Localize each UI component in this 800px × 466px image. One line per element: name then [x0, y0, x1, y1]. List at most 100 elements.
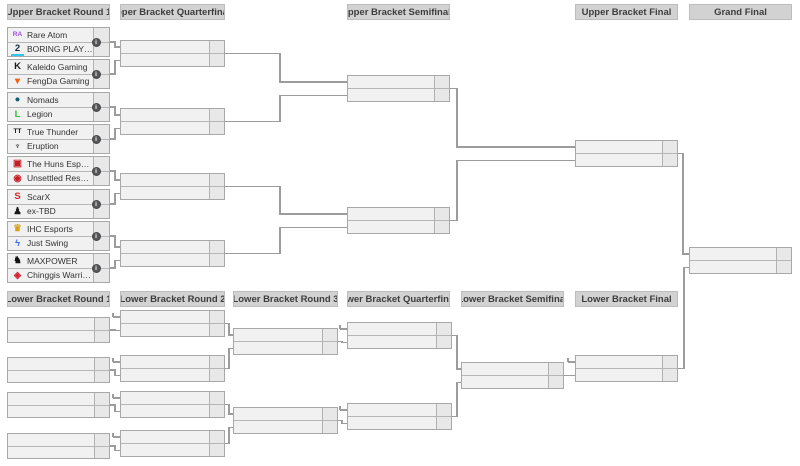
nomads-logo: ● [14, 94, 21, 105]
info-icon[interactable]: i [91, 37, 101, 47]
team-name: MAXPOWER [27, 255, 78, 266]
team-name: Just Swing [27, 238, 69, 249]
ub-quarterfinal-match-4 [120, 240, 225, 267]
empty-score-cell [434, 89, 449, 101]
info-icon[interactable]: i [91, 199, 101, 209]
empty-score-cell [94, 393, 109, 405]
team-name: Nomads [27, 94, 59, 105]
true-thunder-logo: TT [13, 127, 22, 135]
bracket-connector-line [280, 213, 348, 215]
bracket-connector-line [684, 266, 690, 268]
bracket-connector-line [112, 357, 114, 362]
round-header: Upper Bracket Semifinals [347, 4, 450, 20]
lb-quarterfinal-match-1 [347, 322, 452, 349]
bracket-connector-line [342, 341, 348, 343]
empty-score-cell [322, 342, 337, 354]
bracket-slot-row [121, 368, 224, 381]
info-icon[interactable]: i [91, 231, 101, 241]
empty-score-cell [322, 408, 337, 420]
bracket-connector-line [568, 361, 575, 363]
bracket-connector-line [457, 381, 462, 383]
empty-team-cell [234, 408, 322, 420]
bracket-connector-line [228, 403, 230, 415]
empty-score-cell [94, 358, 109, 370]
bracket-connector-line [114, 259, 116, 269]
bracket-connector-line [114, 235, 116, 248]
empty-score-cell [94, 330, 109, 342]
rare-atom-logo: RA [12, 30, 23, 38]
empty-team-cell [121, 356, 209, 368]
empty-score-cell [209, 174, 224, 186]
lb-round2-match-4 [120, 430, 225, 457]
info-icon[interactable]: i [91, 134, 101, 144]
info-icon[interactable]: i [91, 102, 101, 112]
bracket-slot-row [462, 363, 563, 375]
empty-score-cell [662, 154, 677, 166]
bracket-connector-line [115, 259, 121, 261]
bracket-connector-line [456, 334, 458, 370]
bracket-connector-line [114, 445, 116, 451]
lb-round3-match-1 [233, 328, 338, 355]
bracket-connector-line [678, 367, 685, 370]
bracket-connector-line [457, 159, 576, 161]
empty-score-cell [436, 323, 451, 335]
bracket-connector-line [114, 127, 116, 140]
bracket-connector-line [110, 445, 116, 447]
empty-score-cell [209, 405, 224, 417]
bracket-slot-row [234, 420, 337, 433]
bracket-connector-line [456, 159, 458, 222]
empty-score-cell [434, 76, 449, 88]
empty-score-cell [434, 221, 449, 233]
empty-team-cell [348, 221, 434, 233]
bracket-connector-line [114, 192, 116, 205]
empty-team-cell [121, 122, 209, 134]
empty-score-cell [209, 431, 224, 443]
bracket-connector-line [452, 334, 458, 337]
empty-team-cell [348, 89, 434, 101]
bracket-slot-row [348, 76, 449, 88]
empty-team-cell [121, 444, 209, 456]
team-name: ex-TBD [27, 206, 56, 217]
maxpower-logo: ♞ [13, 255, 22, 266]
bracket-connector-line [115, 246, 121, 248]
boring-player-logo: 2 [11, 43, 24, 56]
bracket-connector-line [225, 367, 230, 370]
bracket-connector-line [110, 170, 116, 172]
eruption-logo: ♆ [13, 140, 22, 152]
empty-team-cell [348, 336, 436, 348]
empty-score-cell [436, 336, 451, 348]
team-cell: ♟ex-TBD [8, 205, 93, 219]
bracket-slot-row [121, 392, 224, 404]
bracket-connector-line [340, 328, 347, 330]
bracket-slot-row [234, 408, 337, 420]
info-icon[interactable]: i [91, 263, 101, 273]
empty-score-cell [662, 356, 677, 368]
bracket-slot-row [8, 404, 109, 417]
bracket-slot-row [8, 369, 109, 383]
empty-team-cell [234, 329, 322, 341]
team-cell: ● Nomads [8, 93, 93, 107]
team-cell: ◈Chinggis Warriors [8, 269, 93, 283]
empty-team-cell [462, 376, 548, 388]
bracket-connector-line [115, 192, 121, 194]
bracket-connector-line [225, 252, 281, 255]
team-name: IHC Esports [27, 223, 73, 234]
empty-team-cell [348, 417, 436, 429]
empty-team-cell [8, 371, 94, 383]
bracket-slot-row [348, 220, 449, 233]
bracket-slot-row [690, 260, 791, 273]
empty-score-cell [94, 434, 109, 446]
empty-team-cell [576, 154, 662, 166]
lb-round1-match-1 [7, 317, 110, 343]
bracket-connector-line [115, 179, 121, 181]
info-icon[interactable]: i [91, 69, 101, 79]
round-header: Upper Bracket Final [575, 4, 678, 20]
bracket-slot-row [690, 248, 791, 260]
info-icon[interactable]: i [91, 166, 101, 176]
bracket-slot-row [576, 153, 677, 166]
bracket-connector-line [225, 52, 281, 55]
